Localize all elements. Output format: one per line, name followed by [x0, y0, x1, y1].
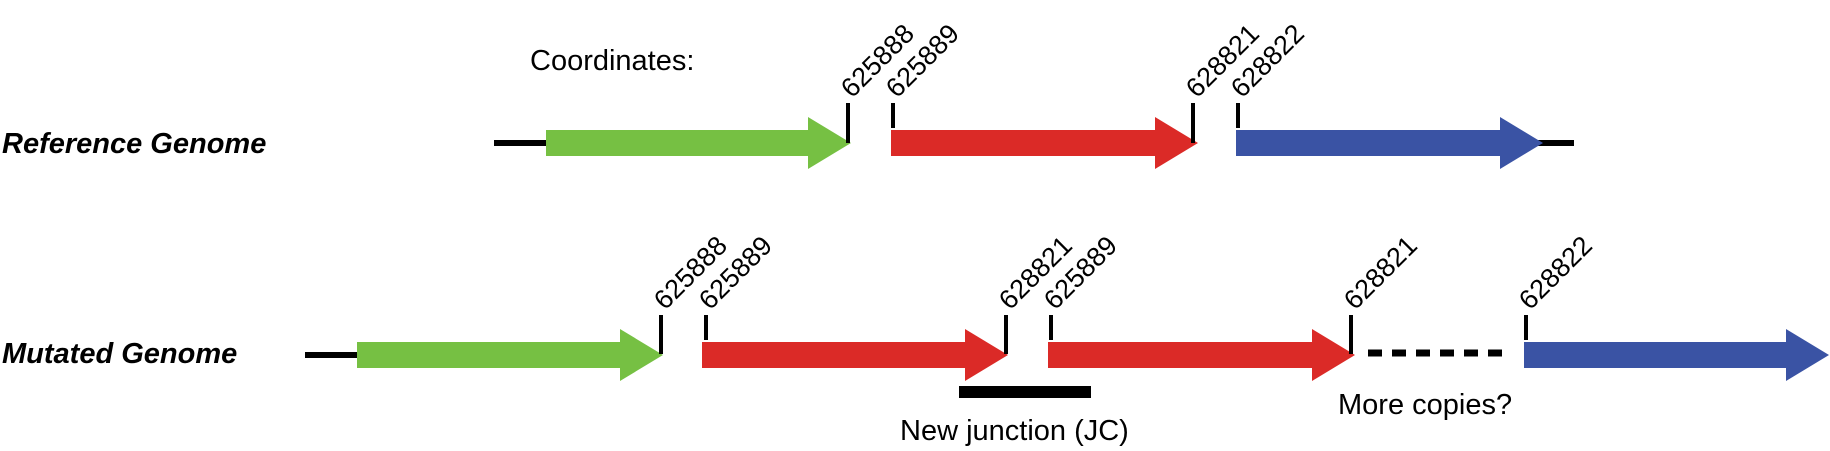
mutated-genome-title: Mutated Genome: [2, 338, 237, 370]
mutated-track: 625888 625889 628821 625889 628821 62882…: [305, 230, 1829, 447]
mutated-coord-628821-b: 628821: [1338, 230, 1423, 315]
coordinates-label: Coordinates:: [530, 45, 694, 77]
more-copies-label: More copies?: [1338, 389, 1512, 421]
mutated-red-arrow-2: [1048, 329, 1355, 381]
junction-label: New junction (JC): [900, 415, 1129, 447]
mutated-coord-628822: 628822: [1513, 230, 1598, 315]
mutated-red-arrow-1: [702, 329, 1008, 381]
mutated-blue-arrow: [1524, 329, 1829, 381]
reference-blue-arrow: [1236, 117, 1543, 169]
reference-red-arrow: [891, 117, 1198, 169]
reference-green-arrow: [546, 117, 851, 169]
reference-genome-title: Reference Genome: [2, 128, 266, 160]
mutated-green-arrow: [357, 329, 663, 381]
reference-track: 625888 625889 628821 628822: [494, 18, 1574, 169]
